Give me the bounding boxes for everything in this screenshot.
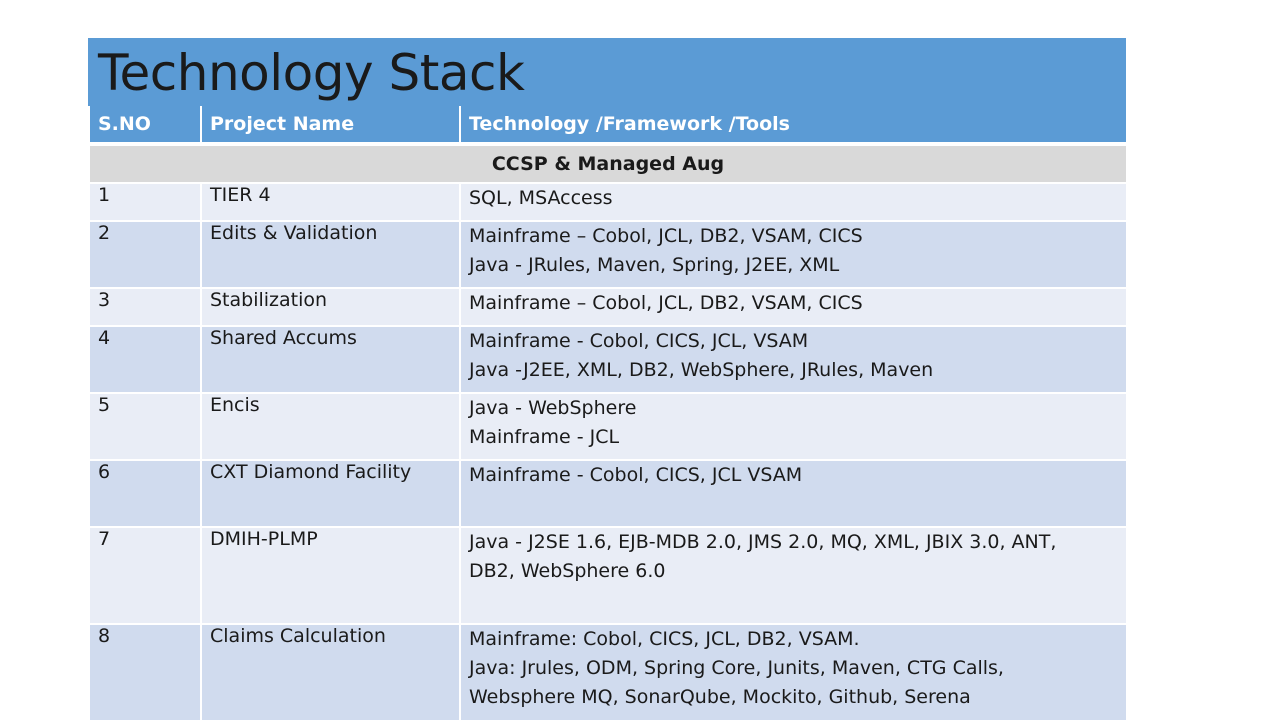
header-sno: S.NO <box>88 106 202 145</box>
title-bar: Technology Stack <box>88 38 1126 106</box>
row-project: Encis <box>200 392 461 461</box>
row-project: Claims Calculation <box>200 623 461 720</box>
table-row: 3 Stabilization Mainframe – Cobol, JCL, … <box>88 287 1128 327</box>
row-project: TIER 4 <box>200 182 461 222</box>
tech-line: DB2, WebSphere 6.0 <box>469 560 666 582</box>
technology-table: S.NO Project Name Technology /Framework … <box>88 106 1128 720</box>
table-row: 5 Encis Java - WebSphere Mainframe - JCL <box>88 392 1128 461</box>
row-tech: Mainframe - Cobol, CICS, JCL, VSAM Java … <box>459 325 1128 394</box>
row-project: Edits & Validation <box>200 220 461 289</box>
header-technology: Technology /Framework /Tools <box>459 106 1128 145</box>
row-tech: Java - J2SE 1.6, EJB-MDB 2.0, JMS 2.0, M… <box>459 526 1128 625</box>
row-sno: 7 <box>88 526 202 625</box>
tech-line: Websphere MQ, SonarQube, Mockito, Github… <box>469 686 971 708</box>
row-sno: 6 <box>88 459 202 528</box>
group-label: CCSP & Managed Aug <box>88 143 1128 184</box>
slide-title: Technology Stack <box>98 44 525 102</box>
table-row: 4 Shared Accums Mainframe - Cobol, CICS,… <box>88 325 1128 394</box>
tech-line: Mainframe - Cobol, CICS, JCL, VSAM <box>469 330 809 352</box>
row-tech: Mainframe - Cobol, CICS, JCL VSAM <box>459 459 1128 528</box>
group-row: CCSP & Managed Aug <box>88 143 1128 184</box>
row-sno: 4 <box>88 325 202 394</box>
row-tech: Mainframe – Cobol, JCL, DB2, VSAM, CICS <box>459 287 1128 327</box>
row-tech: SQL, MSAccess <box>459 182 1128 222</box>
table-row: 1 TIER 4 SQL, MSAccess <box>88 182 1128 222</box>
row-sno: 5 <box>88 392 202 461</box>
row-project: CXT Diamond Facility <box>200 459 461 528</box>
row-tech: Java - WebSphere Mainframe - JCL <box>459 392 1128 461</box>
tech-line: Mainframe - JCL <box>469 426 620 448</box>
tech-line: Java - J2SE 1.6, EJB-MDB 2.0, JMS 2.0, M… <box>469 531 1057 553</box>
tech-line: Java: Jrules, ODM, Spring Core, Junits, … <box>469 657 1004 679</box>
row-project: Shared Accums <box>200 325 461 394</box>
tech-line: SQL, MSAccess <box>469 187 613 209</box>
tech-line: Java - JRules, Maven, Spring, J2EE, XML <box>469 254 840 276</box>
row-sno: 2 <box>88 220 202 289</box>
row-project: DMIH-PLMP <box>200 526 461 625</box>
tech-line: Mainframe – Cobol, JCL, DB2, VSAM, CICS <box>469 225 863 247</box>
tech-line: Mainframe: Cobol, CICS, JCL, DB2, VSAM. <box>469 628 860 650</box>
tech-line: Mainframe – Cobol, JCL, DB2, VSAM, CICS <box>469 292 863 314</box>
table-row: 2 Edits & Validation Mainframe – Cobol, … <box>88 220 1128 289</box>
table-row: 8 Claims Calculation Mainframe: Cobol, C… <box>88 623 1128 720</box>
table-row: 6 CXT Diamond Facility Mainframe - Cobol… <box>88 459 1128 528</box>
tech-line: Mainframe - Cobol, CICS, JCL VSAM <box>469 464 803 486</box>
row-tech: Mainframe: Cobol, CICS, JCL, DB2, VSAM. … <box>459 623 1128 720</box>
row-sno: 3 <box>88 287 202 327</box>
row-sno: 1 <box>88 182 202 222</box>
table-header-row: S.NO Project Name Technology /Framework … <box>88 106 1128 145</box>
row-tech: Mainframe – Cobol, JCL, DB2, VSAM, CICS … <box>459 220 1128 289</box>
header-project-name: Project Name <box>200 106 461 145</box>
row-sno: 8 <box>88 623 202 720</box>
table-row: 7 DMIH-PLMP Java - J2SE 1.6, EJB-MDB 2.0… <box>88 526 1128 625</box>
tech-line: Java -J2EE, XML, DB2, WebSphere, JRules,… <box>469 359 934 381</box>
tech-line: Java - WebSphere <box>469 397 637 419</box>
row-project: Stabilization <box>200 287 461 327</box>
